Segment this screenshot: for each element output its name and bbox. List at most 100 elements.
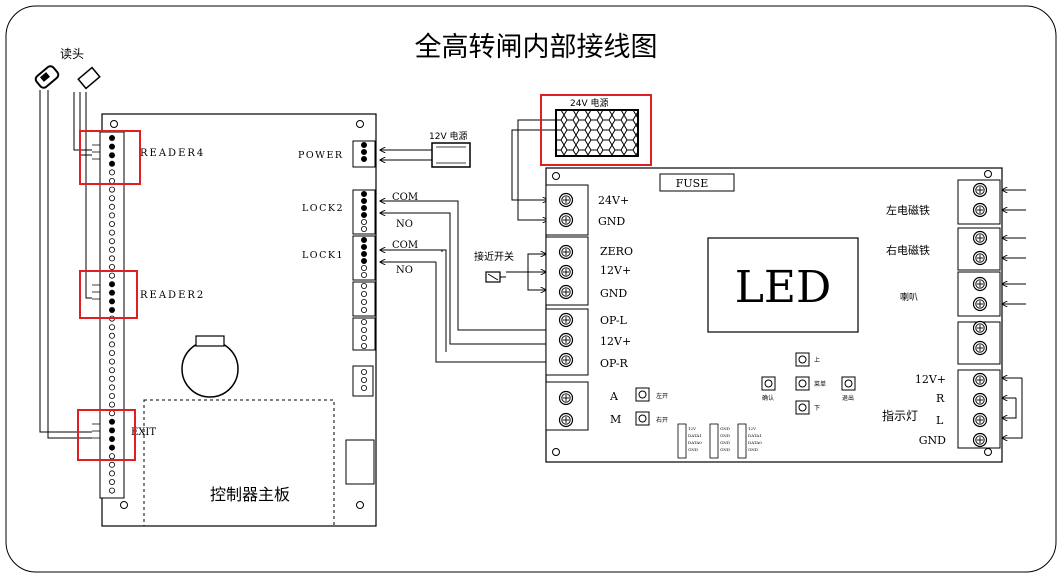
- fuse-box: [659, 173, 735, 192]
- small-connector: [677, 423, 687, 459]
- proximity-sensor-icon: [485, 271, 506, 283]
- terminal-pin: [109, 152, 116, 159]
- terminal-pin: [360, 141, 367, 148]
- power-label: POWER: [298, 150, 344, 161]
- terminal-pin: [109, 418, 116, 425]
- small-connector-label: GND: [720, 447, 730, 452]
- open-left-label: 左开: [656, 392, 668, 400]
- open-left-button[interactable]: [635, 387, 650, 402]
- terminal-pin: [360, 197, 367, 204]
- ind-gnd-label: GND: [919, 434, 946, 447]
- lock1-com-label: COM: [392, 240, 418, 251]
- up-button[interactable]: [795, 352, 810, 367]
- terminal-pin: [109, 461, 116, 468]
- exit-label: EXIT: [131, 427, 156, 438]
- confirm-button[interactable]: [761, 376, 776, 391]
- terminal-pin: [360, 243, 367, 250]
- terminal-pin: [360, 326, 367, 333]
- terminal-pin: [360, 155, 367, 162]
- term-zero-label: ZERO: [600, 245, 633, 258]
- small-connector-label: GND: [688, 447, 698, 452]
- terminal-pin: [109, 169, 116, 176]
- terminal-pin: [109, 384, 116, 391]
- terminal-pin: [109, 392, 116, 399]
- terminal-pin: [109, 341, 116, 348]
- term-m-label: M: [610, 413, 621, 426]
- screw-terminal: [972, 372, 988, 388]
- reader-wire: [92, 291, 101, 296]
- screw-terminal: [558, 352, 574, 368]
- terminal-pin: [360, 225, 367, 232]
- reader4-label: READER4: [140, 148, 205, 159]
- terminal-pin: [109, 375, 116, 382]
- reader-wire: [92, 151, 101, 156]
- reader-label: 读头: [60, 47, 84, 61]
- small-connector-label: 12V: [688, 426, 696, 431]
- terminal-pin: [360, 271, 367, 278]
- terminal-pin: [109, 401, 116, 408]
- terminal-pin: [360, 334, 367, 341]
- terminal-pin: [360, 264, 367, 271]
- small-connector-label: DATA0: [748, 440, 762, 445]
- indicator-label: 指示灯: [882, 408, 918, 423]
- controller-right-terminals: [345, 140, 376, 485]
- terminal-pin: [109, 229, 116, 236]
- terminal-pin: [109, 453, 116, 460]
- terminal-pin: [360, 236, 367, 243]
- terminal-pin: [360, 218, 367, 225]
- screw-terminal: [558, 332, 574, 348]
- terminal-pin: [109, 349, 116, 356]
- lock1-label: LOCK1: [302, 250, 344, 261]
- term-gnd-label: GND: [598, 215, 625, 228]
- terminal-pin: [109, 263, 116, 270]
- menu-button[interactable]: [795, 376, 810, 391]
- terminal-pin: [360, 368, 367, 375]
- terminal-pin: [360, 211, 367, 218]
- down-button[interactable]: [795, 400, 810, 415]
- reader-wire: [92, 437, 101, 442]
- card-icon: [77, 66, 101, 90]
- page-frame: [5, 5, 1057, 573]
- terminal-pin: [109, 324, 116, 331]
- screw-terminal: [558, 244, 574, 260]
- psu24-label: 24V 电源: [570, 97, 608, 109]
- highlight-psu24: [540, 94, 652, 166]
- small-connector: [709, 423, 719, 459]
- controller-label: 控制器主板: [210, 485, 290, 504]
- terminal-pin: [109, 444, 116, 451]
- terminal-pin: [109, 134, 116, 141]
- terminal-pin: [360, 250, 367, 257]
- card-reader-icon: [34, 65, 60, 89]
- screw-terminal: [972, 296, 988, 312]
- menu-label: 菜单: [814, 380, 826, 388]
- screw-terminal: [558, 192, 574, 208]
- ind-r-label: R: [936, 392, 945, 405]
- reader-wire: [92, 423, 101, 428]
- screw-terminal: [972, 202, 988, 218]
- screw-terminal: [972, 250, 988, 266]
- terminal-pin: [109, 470, 116, 477]
- term-opl-label: OP-L: [600, 314, 628, 327]
- led-label: LED: [735, 262, 832, 313]
- terminal-pin: [109, 220, 116, 227]
- terminal-pin: [360, 204, 367, 211]
- small-connector-label: DATA0: [688, 440, 702, 445]
- battery-icon: [181, 340, 239, 398]
- confirm-label: 确认: [762, 394, 774, 402]
- exit-button[interactable]: [841, 376, 856, 391]
- term-a-label: A: [609, 390, 619, 403]
- terminal-pin: [360, 190, 367, 197]
- left-magnet-label: 左电磁铁: [886, 204, 930, 217]
- small-connector-label: GND: [720, 433, 730, 438]
- lock2-label: LOCK2: [302, 203, 344, 214]
- open-right-button[interactable]: [635, 411, 650, 426]
- terminal-pin: [109, 410, 116, 417]
- terminal-pin: [360, 376, 367, 383]
- screw-terminal: [972, 182, 988, 198]
- terminal-pin: [109, 203, 116, 210]
- main-board-right-terminals: [957, 179, 1001, 449]
- screw-terminal: [558, 312, 574, 328]
- down-label: 下: [814, 405, 820, 412]
- terminal-pin: [109, 246, 116, 253]
